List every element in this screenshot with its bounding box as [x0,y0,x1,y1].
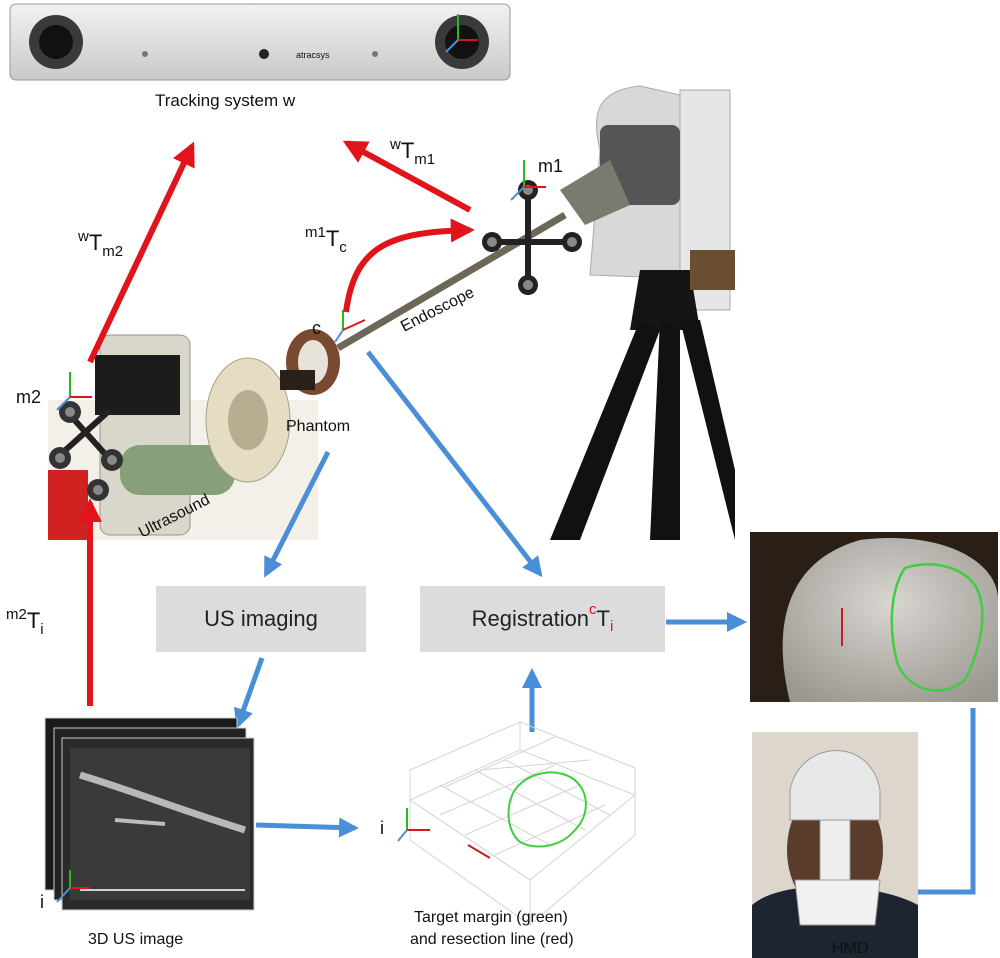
us-volume-stack [44,717,255,911]
arrow-phantom-to-us-imaging [263,450,331,578]
us-imaging-box: US imaging [156,586,366,652]
phantom-label: Phantom [286,418,350,435]
registration-label: Registration [471,606,590,631]
frame-i-plot-label: i [380,818,384,838]
m1-marker [482,160,582,295]
target-margin-plot [408,721,636,926]
hmd-photo [752,732,918,958]
i-frame-axes-plot [397,808,430,842]
tracking-system-label: Tracking system w [155,91,296,110]
tracking-system-device: atracsys [9,3,511,81]
arrow-w-m1 [342,140,472,213]
registration-base: T [596,606,610,631]
m2-marker [49,372,123,501]
arrow-us-imaging-to-volume [233,657,265,729]
hmd-label: HMD [832,940,868,957]
target-margin-contour [507,771,587,848]
frame-m2-label: m2 [16,387,41,407]
target-caption-line2: and resection line (red) [410,931,574,948]
ar-view-photo [750,532,998,702]
transform-m2-i: m2Ti [6,606,44,638]
target-caption-line1: Target margin (green) [414,909,568,926]
c-frame-axes [334,310,366,343]
frame-i-us-label: i [40,892,44,912]
us-image-caption: 3D US image [88,931,183,948]
us-imaging-label: US imaging [204,606,318,631]
transform-m1-c: m1Tc [305,224,347,256]
endoscope-photo [505,85,735,540]
arrow-volume-to-target [255,817,359,838]
registration-sup: c [589,600,597,618]
transform-w-m2: wTm2 [77,228,123,260]
transform-w-m1: wTm1 [389,136,435,168]
arrow-w-m2 [87,141,195,364]
arrow-m1-c [343,218,475,313]
frame-c-label: c [312,318,321,338]
arrow-endoscope-to-registration [366,350,543,578]
registration-sub: i [610,617,614,635]
resection-line [467,844,491,859]
frame-m1-label: m1 [538,156,563,176]
brand-text: atracsys [296,50,330,60]
